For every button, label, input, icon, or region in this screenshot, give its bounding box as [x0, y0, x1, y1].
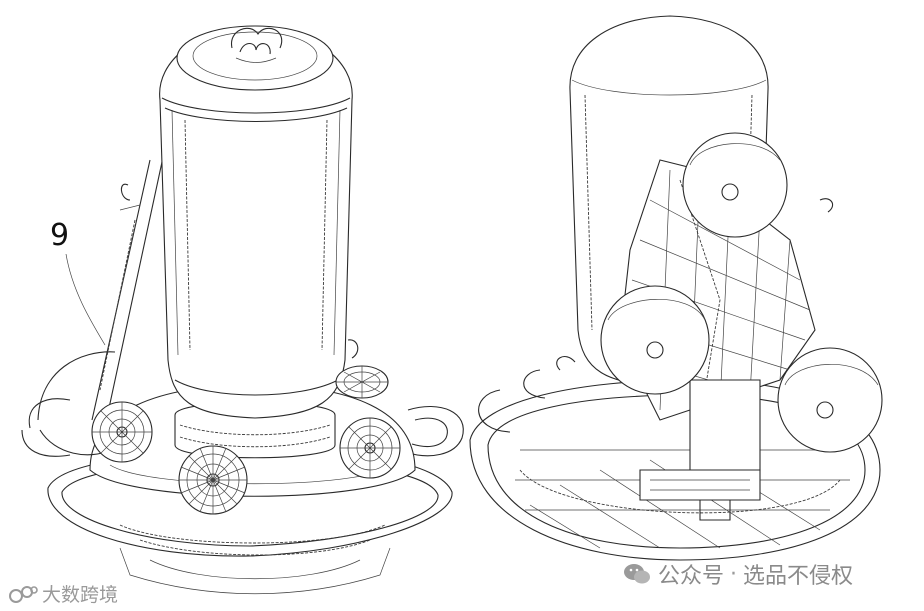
- watermark-right: 公众号 · 选品不侵权: [622, 558, 853, 590]
- wechat-icon: [624, 564, 650, 584]
- watermark-left: 大数跨境: [8, 580, 118, 607]
- watermark-separator: ·: [730, 561, 738, 587]
- disc-right: [777, 347, 883, 453]
- watermark-right-prefix: 公众号: [658, 564, 725, 589]
- reference-numeral: 9: [50, 218, 70, 253]
- feeder-rear-view: [469, 15, 883, 561]
- watermark-right-text: 选品不侵权: [743, 564, 854, 589]
- flower-port: [178, 445, 248, 515]
- disc-left: [600, 285, 710, 395]
- flower-port: [335, 365, 389, 399]
- feeder-front-view: [21, 25, 464, 595]
- watermark-left-text: 大数跨境: [42, 584, 119, 606]
- flower-port: [91, 401, 153, 463]
- flower-port: [339, 417, 401, 479]
- disc-top: [682, 132, 788, 238]
- brand-logo-icon: [9, 585, 38, 603]
